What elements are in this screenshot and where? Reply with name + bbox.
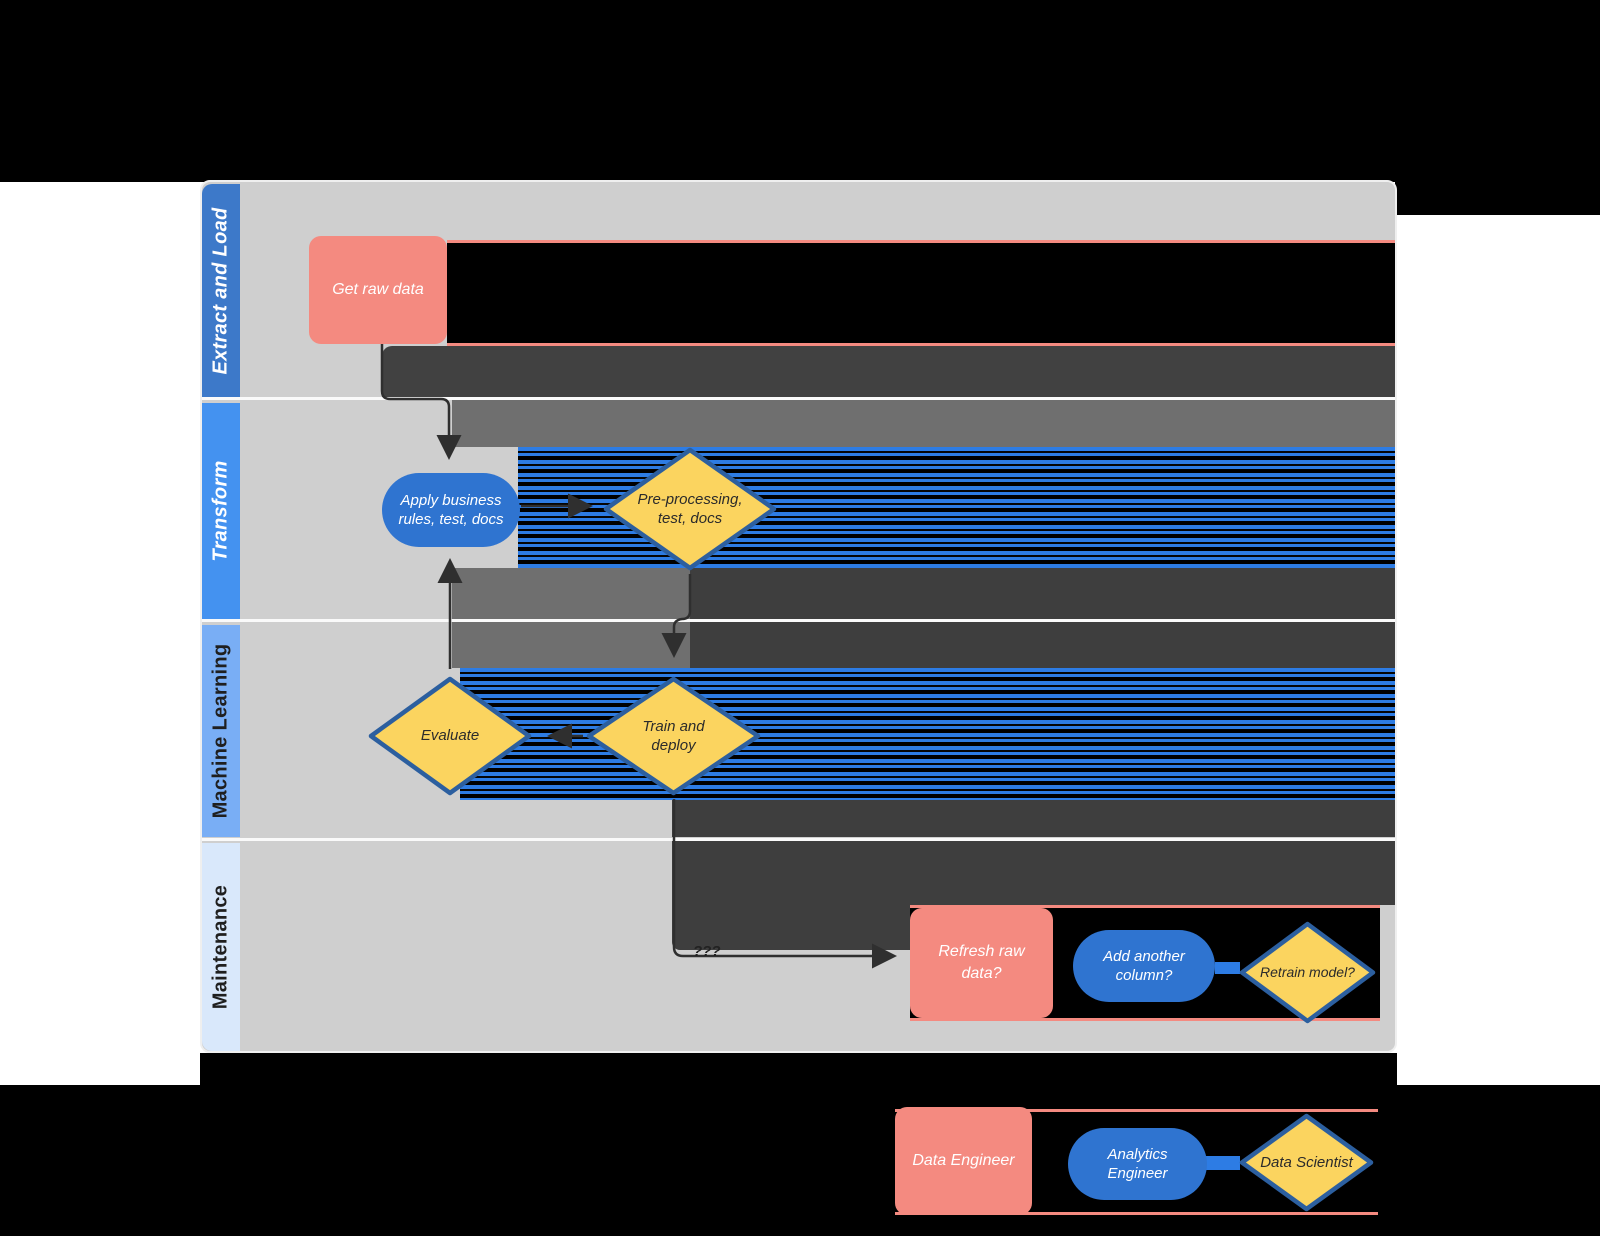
node-preprocessing-label: Pre-processing, test, docs: [637, 490, 743, 528]
lane-separator-1: [202, 397, 1395, 400]
legend-data-engineer-label: Data Engineer: [912, 1152, 1015, 1170]
diamond-shape: [1239, 1113, 1374, 1212]
band-lane3-bottom: [672, 800, 1395, 837]
band-lane4-left: [672, 905, 910, 950]
node-train-and-deploy: Train and deploy: [585, 675, 762, 797]
lane-strip-maintenance: Maintenance: [202, 843, 240, 1051]
lane-strip-transform: Transform: [202, 403, 240, 619]
node-evaluate: Evaluate: [367, 675, 533, 797]
diamond-shape: [368, 676, 532, 796]
band-lane2-bottom-mid: [452, 568, 690, 619]
band-lane2-top: [452, 400, 1395, 447]
node-preprocessing: Pre-processing, test, docs: [602, 446, 778, 572]
lane-strip-extract-and-load: Extract and Load: [202, 184, 240, 397]
legend-data-engineer: Data Engineer: [895, 1107, 1032, 1215]
diamond-shape: [1239, 921, 1376, 1024]
legend-artifact-line-top: [895, 1109, 1378, 1112]
band-lane3-top-mid: [452, 622, 690, 668]
legend-data-scientist: Data Scientist: [1238, 1112, 1375, 1213]
node-refresh-raw-data: Refresh raw data?: [910, 908, 1053, 1018]
lane-separator-2: [202, 619, 1395, 622]
arrow-preprocessing-to-traindeploy: [661, 574, 692, 658]
question-marks-annotation: ???: [693, 943, 721, 960]
node-get-raw-data-label: Get raw data: [332, 281, 424, 299]
legend-blue-stub: [1205, 1156, 1240, 1170]
node-add-another-column-label: Add another column?: [1103, 947, 1185, 985]
node-refresh-raw-data-label: Refresh raw data?: [938, 943, 1025, 982]
node-apply-business-rules-label: Apply business rules, test, docs: [398, 491, 504, 529]
lane-separator-3: [202, 838, 1395, 841]
band-lane1-node-row: [447, 240, 1395, 346]
node-retrain-model-label: Retrain model?: [1260, 964, 1355, 981]
arrow-traindeploy-to-refresh: [672, 799, 897, 969]
arrow-getdata-to-applyrules: [380, 338, 462, 460]
node-train-and-deploy-label: Train and deploy: [642, 717, 705, 755]
node-evaluate-label: Evaluate: [420, 727, 480, 745]
node-retrain-model: Retrain model?: [1238, 920, 1377, 1025]
diamond-shape: [603, 447, 777, 571]
lane-strip-machine-learning: Machine Learning: [202, 625, 240, 837]
band-lane3-top-dark: [690, 622, 1395, 668]
node-add-another-column: Add another column?: [1073, 930, 1215, 1002]
legend-analytics-engineer: Analytics Engineer: [1068, 1128, 1207, 1200]
legend-data-scientist-label: Data Scientist: [1260, 1153, 1353, 1171]
legend-artifact-line-bottom: [895, 1212, 1378, 1215]
diamond-shape: [586, 676, 761, 796]
band-lane4-blue-stub: [1215, 962, 1240, 974]
band-lane2-bottom-dark: [690, 568, 1395, 619]
band-lane1-bottom: [382, 346, 1395, 397]
band-lane4-top: [672, 841, 1395, 905]
legend-analytics-engineer-label: Analytics Engineer: [1107, 1145, 1168, 1183]
node-apply-business-rules: Apply business rules, test, docs: [382, 473, 520, 547]
node-get-raw-data: Get raw data: [309, 236, 447, 344]
below-diagram-black-patch: [200, 1053, 1397, 1086]
top-right-black-patch: [1395, 182, 1600, 215]
